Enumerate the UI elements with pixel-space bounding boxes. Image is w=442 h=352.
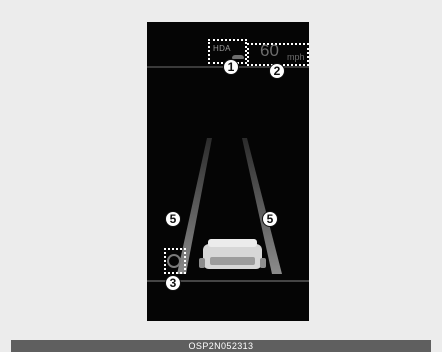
callout-5-right: 5 (262, 211, 278, 227)
callout-3: 3 (165, 275, 181, 291)
callout-2: 2 (269, 63, 285, 79)
cluster-small-icon (167, 254, 181, 268)
image-caption: OSP2N052313 (11, 340, 431, 352)
vehicle-icon (199, 239, 266, 269)
cluster-display: HDA 60 mph 1 2 3 5 5 (147, 22, 309, 321)
callout-1: 1 (223, 59, 239, 75)
callout-5-left: 5 (165, 211, 181, 227)
